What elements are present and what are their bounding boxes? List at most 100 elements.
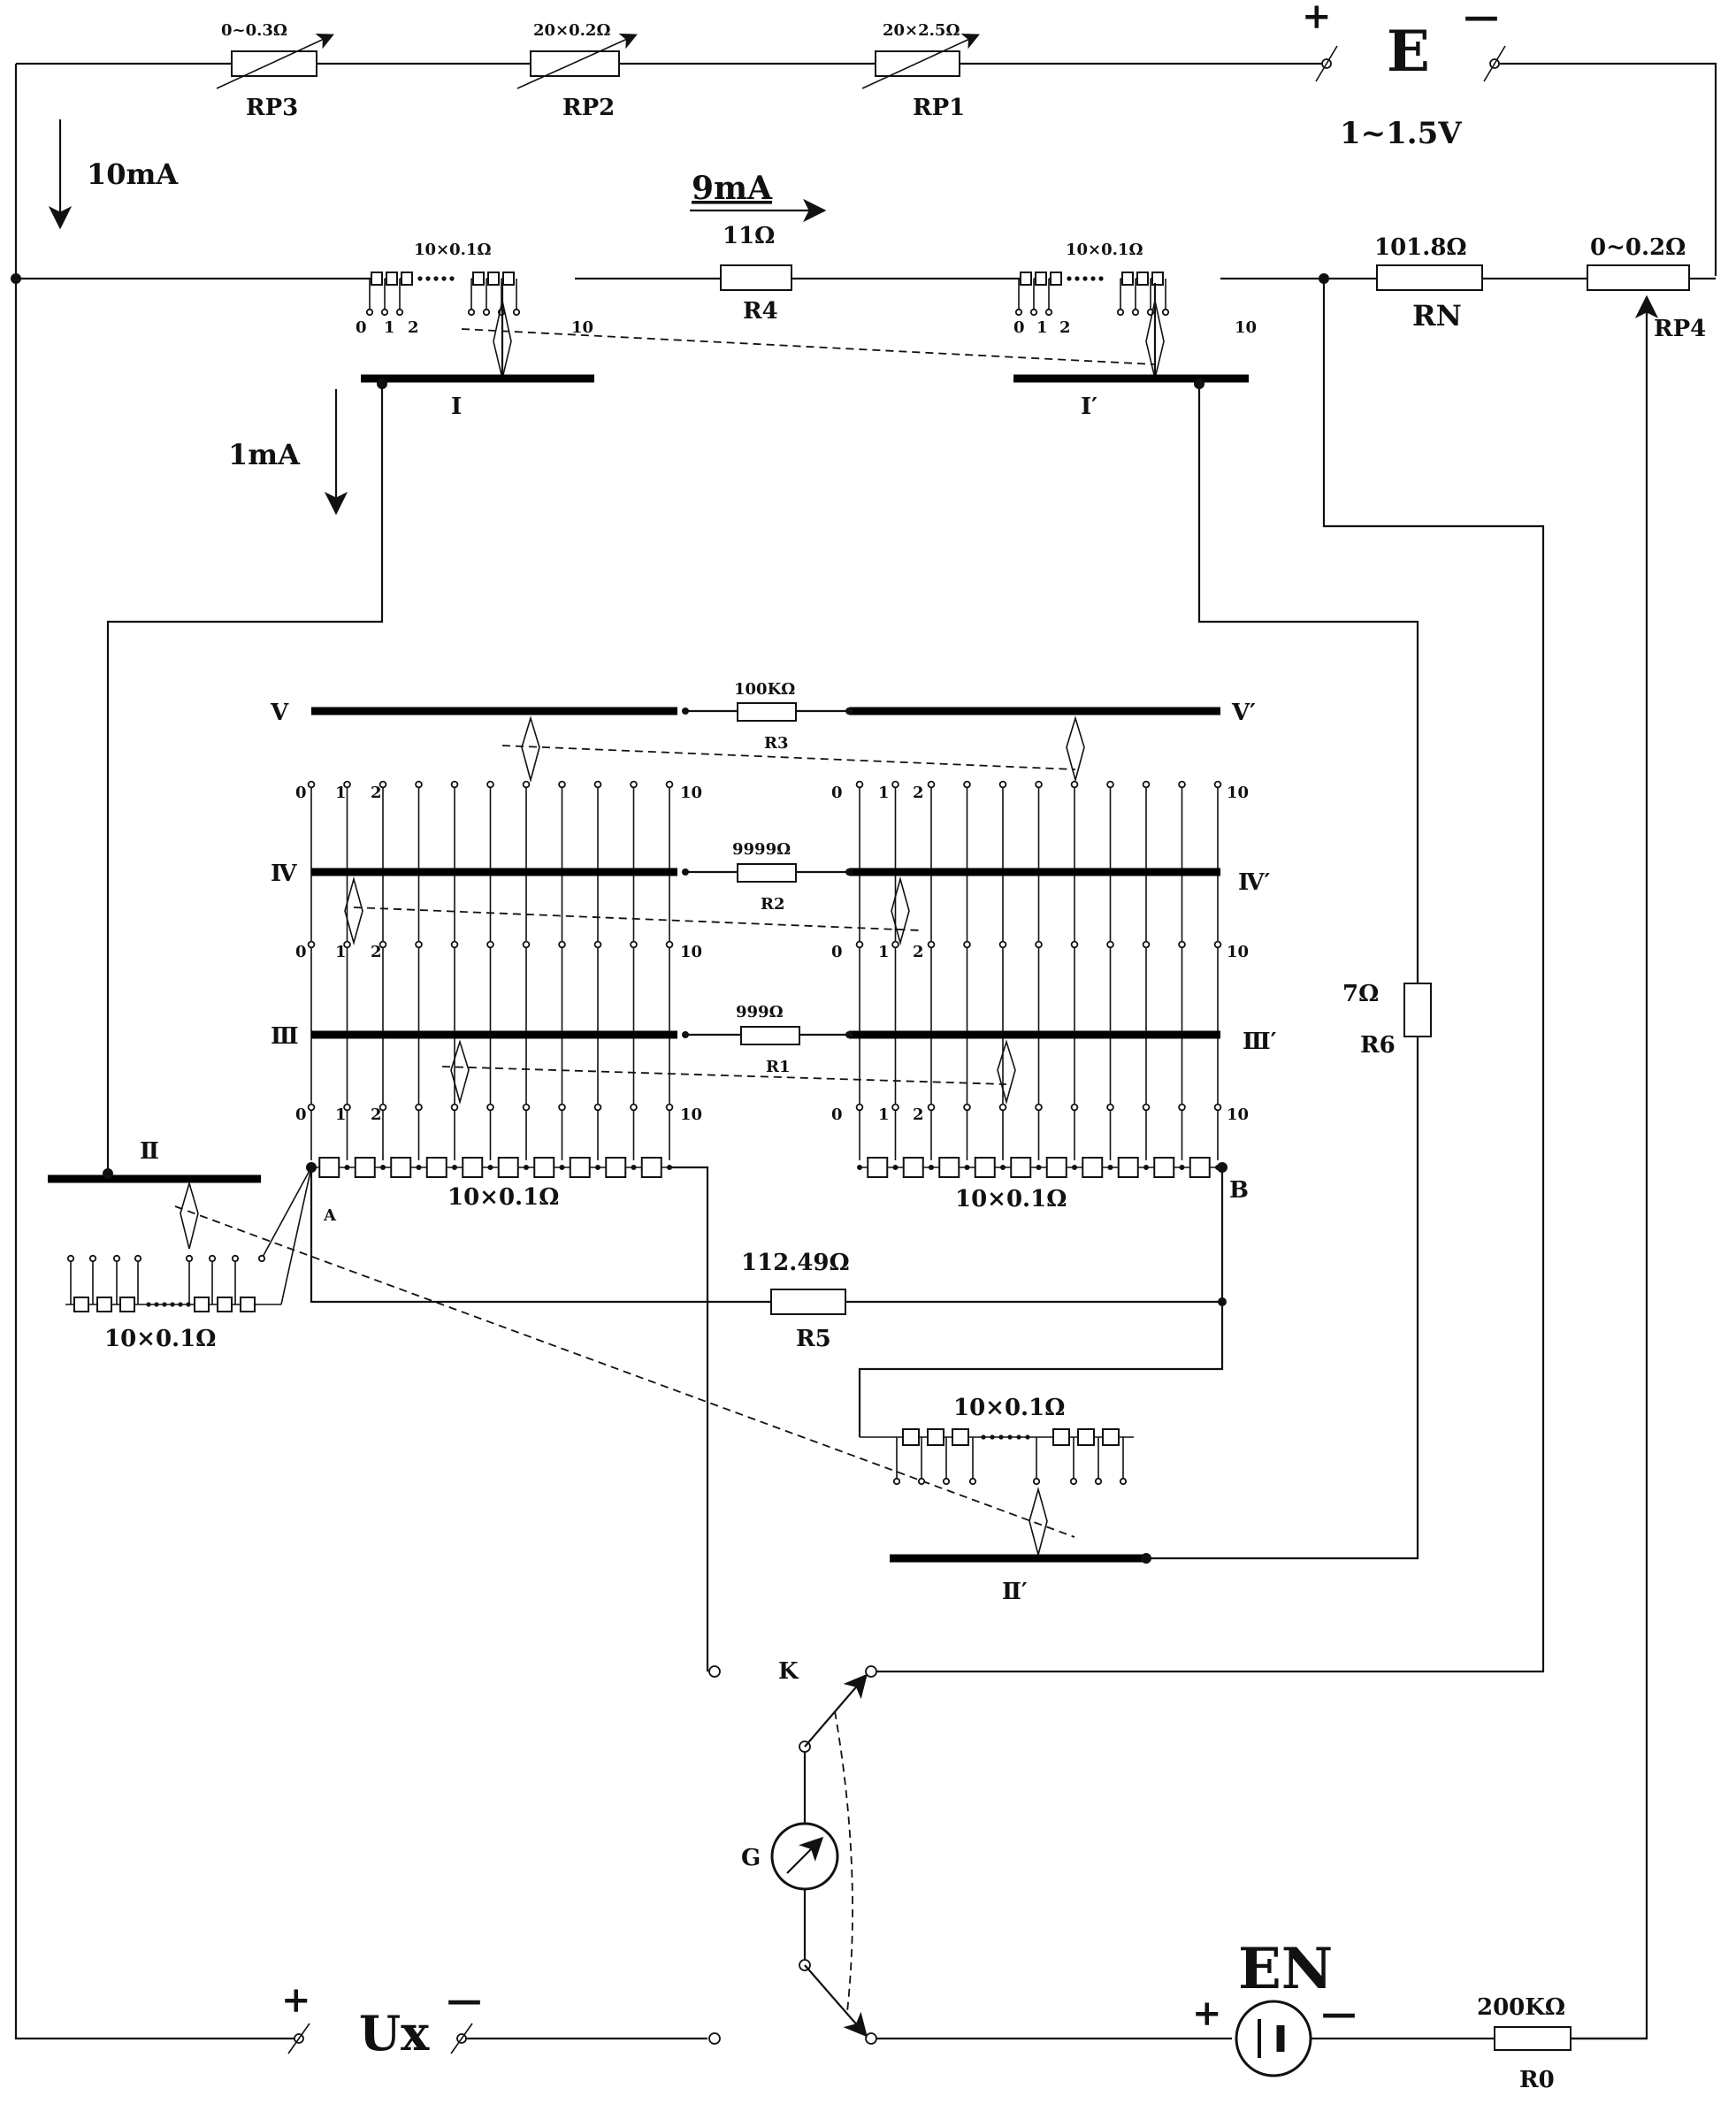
decade-contact	[68, 1256, 73, 1261]
decade-resistor	[97, 1297, 111, 1312]
decade-contact	[1034, 1479, 1039, 1484]
resistor-r3: 100KΩ R3	[734, 680, 796, 753]
grid-contact	[1000, 782, 1006, 788]
tap-row3-left-1: 1	[335, 1105, 347, 1124]
grid-contact	[857, 1105, 863, 1111]
resistor-rn: 101.8Ω RN	[1374, 234, 1482, 333]
bar-II-prime-label: Ⅱ′	[1002, 1579, 1028, 1605]
rp1-value: 20×2.5Ω	[883, 21, 960, 40]
decade-resistor	[74, 1297, 88, 1312]
grid-contact	[631, 942, 637, 948]
decade-dot	[433, 276, 438, 280]
r2-label: R2	[761, 895, 784, 914]
decade-contact	[233, 1256, 238, 1261]
grid-contact	[1107, 942, 1113, 948]
grid-contact	[1000, 1105, 1006, 1111]
decade-row1-right-label: 10×0.1Ω	[1066, 241, 1143, 259]
decade-resistor	[534, 1158, 554, 1177]
decade-resistor	[371, 272, 382, 285]
decade-contact	[210, 1256, 215, 1261]
grid-contact	[1215, 1105, 1221, 1111]
r2-value: 9999Ω	[732, 840, 791, 859]
ux-minus-sign: —	[447, 1979, 482, 2021]
row1-right-tap-10: 10	[1235, 318, 1257, 337]
rp1-label: RP1	[913, 95, 965, 121]
rp2-value: 20×0.2Ω	[533, 21, 610, 40]
decade-wire	[262, 1167, 311, 1258]
current-9ma-indicator: 9mA	[690, 170, 822, 210]
decade-resistor	[499, 1158, 518, 1177]
decade-dot	[1007, 1434, 1012, 1439]
tap-row2-right-1: 1	[878, 943, 890, 961]
decade-dot	[990, 1434, 994, 1439]
galvanometer: G	[741, 1752, 837, 1960]
grid-contact	[416, 942, 422, 948]
tap-row1-left-10: 10	[680, 784, 702, 802]
unknown-voltage-ux: + — Ux	[281, 1979, 720, 2062]
decade-resistor	[218, 1297, 232, 1312]
rn-label: RN	[1412, 299, 1462, 333]
r1-value: 999Ω	[736, 1003, 784, 1021]
decade-resistor	[503, 272, 514, 285]
e-plus-sign: +	[1302, 0, 1332, 37]
decade-dot	[417, 276, 422, 280]
grid-contact	[524, 1105, 530, 1111]
grid-contact	[929, 782, 935, 788]
decade-dot	[186, 1302, 190, 1306]
decade-resistor	[939, 1158, 959, 1177]
decade-resistor	[488, 272, 499, 285]
e-label: E	[1387, 19, 1430, 85]
decade-contact	[944, 1479, 949, 1484]
grid-contact	[416, 782, 422, 788]
tap-row3-left-0: 0	[295, 1105, 307, 1124]
decade-dot	[146, 1302, 150, 1306]
current-9ma-label: 9mA	[692, 170, 773, 207]
decade-resistor	[391, 1158, 410, 1177]
decade-contact	[259, 1256, 264, 1261]
bar-IV-prime-label: Ⅳ′	[1238, 869, 1271, 896]
grid-contact	[964, 942, 970, 948]
tap-row2-right-10: 10	[1227, 943, 1249, 961]
decade-row-A	[311, 1158, 669, 1177]
decade-contact	[367, 310, 372, 315]
grid-contact	[631, 1105, 637, 1111]
grid-contact	[964, 782, 970, 788]
resistor-r2: 9999Ω R2	[732, 840, 796, 914]
decade-dot	[1025, 1434, 1029, 1439]
gang-link-row1	[462, 329, 1155, 364]
grid-contact	[1107, 1105, 1113, 1111]
tap-row1-left-2: 2	[371, 784, 382, 802]
decade-A-label: 10×0.1Ω	[447, 1184, 559, 1211]
grid-contact	[892, 782, 899, 788]
grid-contact	[309, 942, 315, 948]
decade-resistor	[386, 272, 397, 285]
r3-label: R3	[764, 734, 788, 753]
row1-left-tap-2: 2	[408, 318, 419, 337]
r5-value: 112.49Ω	[741, 1250, 850, 1276]
decade-dot	[449, 276, 454, 280]
decade-resistor	[356, 1158, 375, 1177]
tap-row3-right-2: 2	[913, 1105, 924, 1124]
decade-resistor	[1122, 272, 1133, 285]
decade-resistor	[1053, 1429, 1069, 1445]
grid-contact	[1179, 1105, 1185, 1111]
decade-contact	[1031, 310, 1036, 315]
decade-resistor	[1190, 1158, 1210, 1177]
grid-contact	[1072, 782, 1078, 788]
en-plus-sign: +	[1192, 1993, 1222, 2034]
decade-dot	[1090, 276, 1095, 280]
rp2-label: RP2	[562, 95, 615, 121]
decade-contact	[1096, 1479, 1101, 1484]
wiper-II	[175, 1183, 1074, 1537]
grid-contact	[857, 782, 863, 788]
grid-contact	[892, 1105, 899, 1111]
r0-label: R0	[1519, 2067, 1555, 2093]
current-1ma-indicator: 1mA	[228, 389, 336, 511]
decade-dot	[162, 1302, 166, 1306]
r6-value: 7Ω	[1342, 981, 1379, 1007]
r0-value: 200KΩ	[1477, 1994, 1565, 2021]
current-1ma-label: 1mA	[228, 438, 301, 471]
grid-contact	[559, 942, 565, 948]
grid-contact	[1143, 942, 1150, 948]
decade-contact	[1163, 310, 1168, 315]
